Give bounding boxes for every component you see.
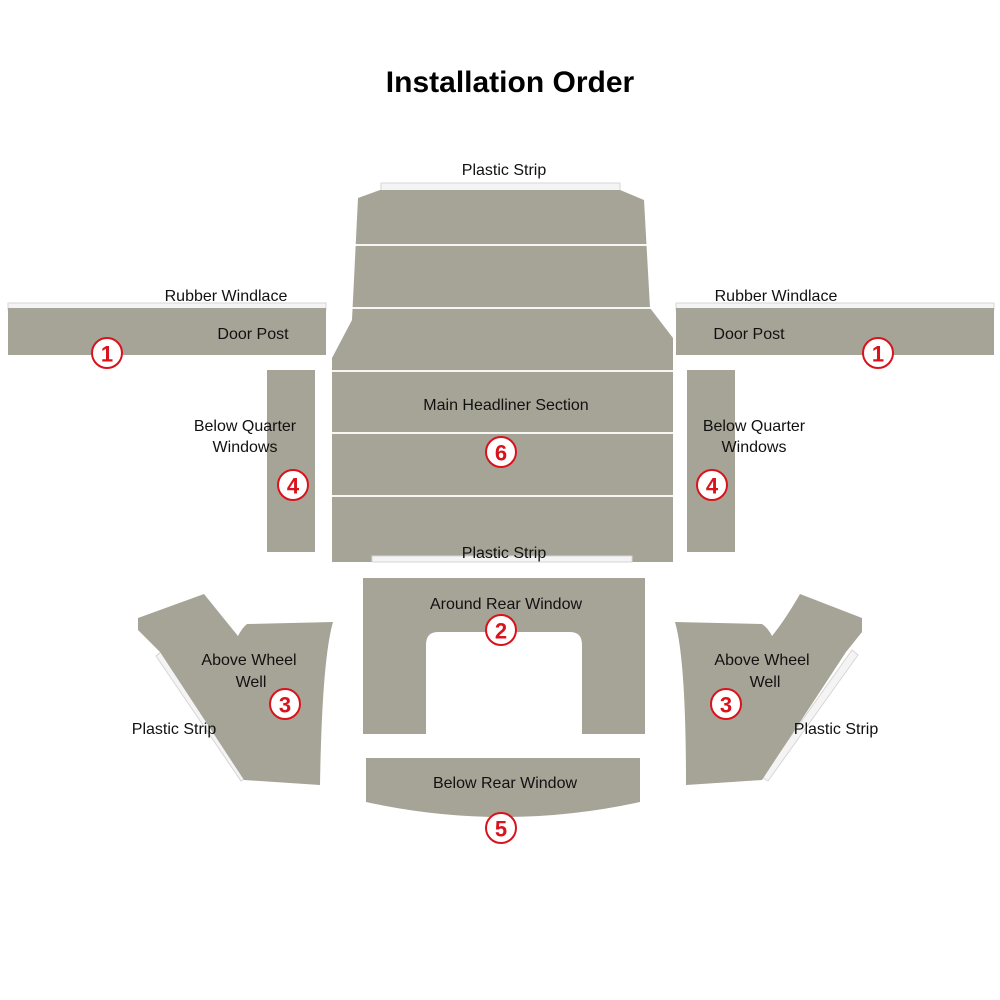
step-number: 1 (101, 342, 113, 367)
main-headliner-label: Main Headliner Section (423, 397, 588, 414)
diagram-title: Installation Order (386, 66, 635, 99)
around-rear-window-panel (363, 578, 645, 734)
door-post-right-shape (676, 308, 994, 355)
middle-plastic-strip (371, 555, 633, 563)
above-wheel-left-label-line1: Above Wheel (201, 652, 296, 669)
main-headliner-shape (332, 190, 673, 562)
rubber-windlace-right-label: Rubber Windlace (715, 288, 838, 305)
below-quarter-left-label-line1: Below Quarter (194, 418, 297, 435)
step-badge-circle (485, 436, 517, 468)
wheel-well-right-shape (675, 594, 862, 785)
below-quarter-right-panel (687, 370, 735, 552)
step-badge-circle (485, 614, 517, 646)
wheel-well-left-shape (138, 594, 333, 785)
step-badge-below-quarter-right: 4 (696, 469, 728, 501)
step-badge-door-post-left: 1 (91, 337, 123, 369)
plastic-strip-right-strip (761, 649, 859, 782)
step-badge-circle (277, 469, 309, 501)
above-wheel-right-label-line2: Well (750, 674, 781, 691)
main-headliner-panel (332, 182, 673, 563)
door-post-left-label: Door Post (217, 326, 289, 343)
plastic-strip-left-label: Plastic Strip (132, 721, 217, 738)
step-number: 3 (279, 693, 291, 718)
step-number: 1 (872, 342, 884, 367)
step-badge-circle (91, 337, 123, 369)
plastic-strip-middle-label: Plastic Strip (462, 545, 547, 562)
step-badge-below-quarter-left: 4 (277, 469, 309, 501)
wheel-well-right-panel (675, 594, 862, 785)
step-badge-circle (862, 337, 894, 369)
step-number: 6 (495, 441, 507, 466)
step-badge-around-rear-window: 2 (485, 614, 517, 646)
step-badge-door-post-right: 1 (862, 337, 894, 369)
below-quarter-right-label-line1: Below Quarter (703, 418, 806, 435)
step-badge-wheel-well-left: 3 (269, 688, 301, 720)
below-rear-window-panel (366, 758, 640, 817)
below-quarter-right-label-line2: Windows (722, 439, 787, 456)
plastic-strip-right-label: Plastic Strip (794, 721, 879, 738)
step-number: 4 (706, 474, 719, 499)
door-post-right-panel (675, 302, 995, 355)
below-quarter-left-label-line2: Windows (213, 439, 278, 456)
above-wheel-left-label-line2: Well (236, 674, 267, 691)
door-post-left-shape (8, 308, 326, 355)
wheel-well-left-panel (138, 594, 333, 785)
above-wheel-right-label-line1: Above Wheel (714, 652, 809, 669)
below-quarter-left-panel (267, 370, 315, 552)
step-number: 4 (287, 474, 300, 499)
door-post-right-label: Door Post (713, 326, 785, 343)
step-badge-circle (696, 469, 728, 501)
step-badge-main-headliner: 6 (485, 436, 517, 468)
step-number: 5 (495, 817, 507, 842)
step-badge-circle (485, 812, 517, 844)
door-post-left-panel (7, 302, 327, 355)
around-rear-window-label: Around Rear Window (430, 596, 583, 613)
step-number: 2 (495, 619, 507, 644)
step-badge-wheel-well-right: 3 (710, 688, 742, 720)
below-rear-window-label: Below Rear Window (433, 775, 578, 792)
step-badge-circle (710, 688, 742, 720)
step-number: 3 (720, 693, 732, 718)
step-badge-below-rear-window: 5 (485, 812, 517, 844)
step-badge-circle (269, 688, 301, 720)
rubber-windlace-left-label: Rubber Windlace (165, 288, 288, 305)
plastic-strip-top-label: Plastic Strip (462, 162, 547, 179)
